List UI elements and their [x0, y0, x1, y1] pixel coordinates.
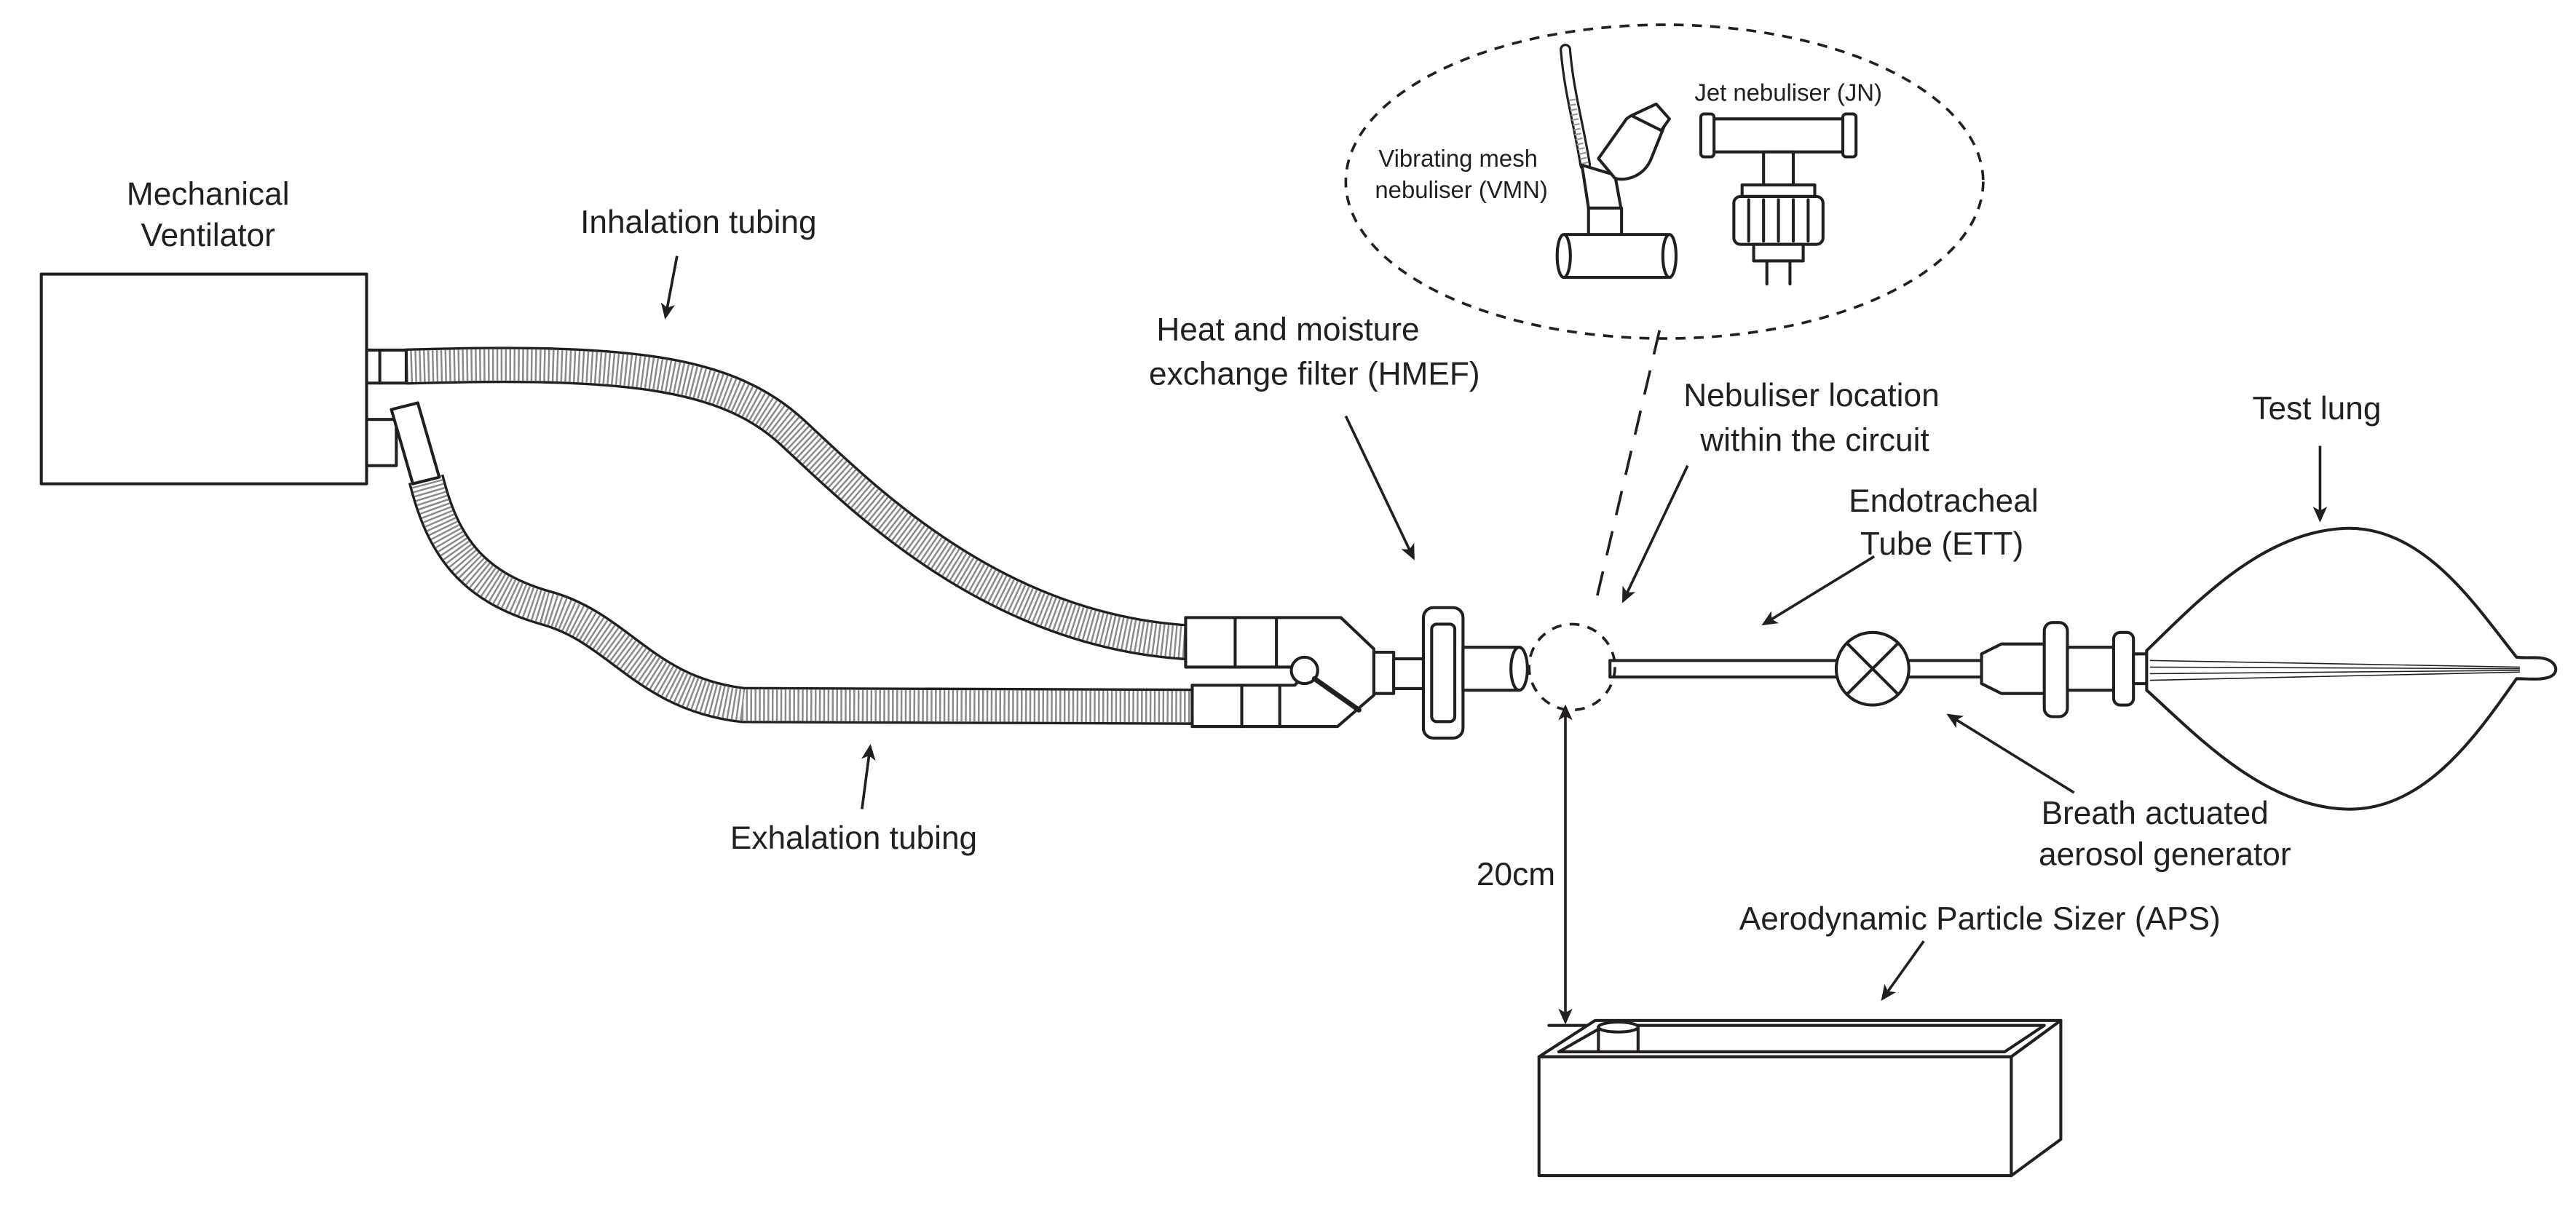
distance-dimension — [1547, 704, 1590, 1027]
jn-t-bar — [1709, 117, 1848, 154]
test-lung — [2145, 526, 2558, 811]
inhalation-tubing-label: Inhalation tubing — [580, 205, 817, 240]
y-piece-valve — [1289, 655, 1319, 686]
nebuliser-location-arrow — [1621, 464, 1689, 603]
inhalation-port — [365, 348, 408, 385]
hmef-arrow — [1344, 415, 1415, 561]
endotracheal-tube — [1608, 659, 1838, 679]
aps-label: Aerodynamic Particle Sizer (APS) — [1739, 901, 2221, 937]
vmn-device — [1555, 44, 1678, 280]
aps-front-face — [1537, 1055, 2013, 1178]
hmef-filter — [1421, 606, 1529, 740]
test-lung-label: Test lung — [2252, 391, 2381, 427]
y-piece-flap — [1311, 676, 1362, 713]
inhalation-tubing-fill — [406, 349, 1190, 658]
exhalation-tubing-label: Exhalation tubing — [730, 820, 977, 856]
jn-base — [1752, 242, 1805, 263]
test-lung-fold — [2149, 670, 2520, 675]
test-lung-fold — [2149, 666, 2520, 670]
vmn-tube-right-end — [1661, 233, 1678, 280]
aerosol-generator-cross — [1846, 642, 1899, 695]
hmef-outlet-end — [1509, 646, 1529, 692]
lung-connector-disc — [2042, 621, 2069, 718]
aerosol-generator-arrow — [1946, 713, 2075, 794]
inhalation-tubing-arrow — [660, 256, 679, 320]
inset-connector-line — [1595, 330, 1662, 598]
nebuliser-location-label-line-1: Nebuliser location — [1683, 378, 1939, 413]
aerosol-generator — [1834, 630, 1983, 707]
vmn-label-line-1: Vibrating mesh — [1378, 145, 1538, 172]
y-piece-outlet — [1372, 650, 1396, 695]
exhalation-tubing — [408, 474, 1196, 725]
exhalation-port-stub — [365, 418, 398, 467]
ventilator-ports — [365, 348, 441, 486]
jn-device — [1699, 112, 1858, 286]
aps-arrow — [1881, 940, 1925, 1002]
hmef-label-line-1: Heat and moisture — [1156, 312, 1419, 347]
lung-connector-tube — [2066, 646, 2116, 692]
y-piece — [1184, 616, 1426, 729]
vmn-cuff — [1587, 206, 1624, 238]
test-lung-fold — [2149, 660, 2520, 668]
ventilator-box — [39, 272, 368, 486]
aerosol-generator-label-line-1: Breath actuated — [2042, 796, 2269, 831]
inset-ellipse — [1344, 23, 1985, 340]
test-lung-fold — [2149, 671, 2520, 681]
lung-connector — [1980, 621, 2152, 718]
exhalation-tubing-fill — [411, 475, 1196, 723]
exhalation-port-elbow — [390, 401, 441, 486]
ventilator-label-line-2: Ventilator — [141, 218, 275, 253]
inhalation-tubing — [406, 346, 1190, 661]
ett-label-line-2: Tube (ETT) — [1860, 526, 2023, 562]
nebuliser-location-label-line-2: within the circuit — [1699, 422, 1929, 458]
jn-label: Jet nebuliser (JN) — [1694, 79, 1882, 106]
jn-left-flange — [1699, 112, 1716, 159]
nebuliser-inset: Jet nebuliser (JN) Vibrating mesh nebuli… — [1344, 23, 1985, 598]
ett-label-line-1: Endotracheal — [1849, 483, 2039, 519]
nebuliser-location-circle — [1528, 622, 1616, 712]
y-piece-outlet-tube — [1392, 657, 1426, 690]
jn-stem — [1762, 150, 1795, 189]
aps-inlet-top — [1597, 1021, 1640, 1034]
vmn-cable-fill — [1562, 46, 1589, 169]
vmn-tube-left-end — [1555, 233, 1572, 280]
ett-arrow — [1761, 555, 1876, 626]
ventilator-label-line-1: Mechanical — [127, 176, 290, 212]
test-lung-bag — [2145, 526, 2558, 811]
distance-label: 20cm — [1477, 857, 1555, 892]
vmn-tube — [1560, 233, 1673, 280]
hmef-label-line-2: exchange filter (HMEF) — [1149, 357, 1480, 392]
jn-collar — [1740, 183, 1817, 198]
exhalation-tubing-arrow — [861, 744, 876, 809]
aps-box — [1537, 1018, 2063, 1178]
aps-top-rim — [1557, 1023, 2046, 1054]
pointer-arrows — [660, 256, 2328, 1002]
labels: Mechanical Ventilator Inhalation tubing … — [127, 176, 2381, 937]
jn-right-flange — [1841, 112, 1858, 159]
lung-connector-taper — [1980, 642, 2048, 695]
vmn-cap — [1629, 102, 1671, 132]
aerosol-generator-label-line-2: aerosol generator — [2039, 837, 2291, 873]
vmn-label-line-2: nebuliser (VMN) — [1375, 176, 1547, 203]
lung-connector-flange — [2111, 630, 2136, 707]
hmef-hub — [1430, 622, 1457, 724]
vmn-cable-ribs — [1568, 98, 1589, 166]
